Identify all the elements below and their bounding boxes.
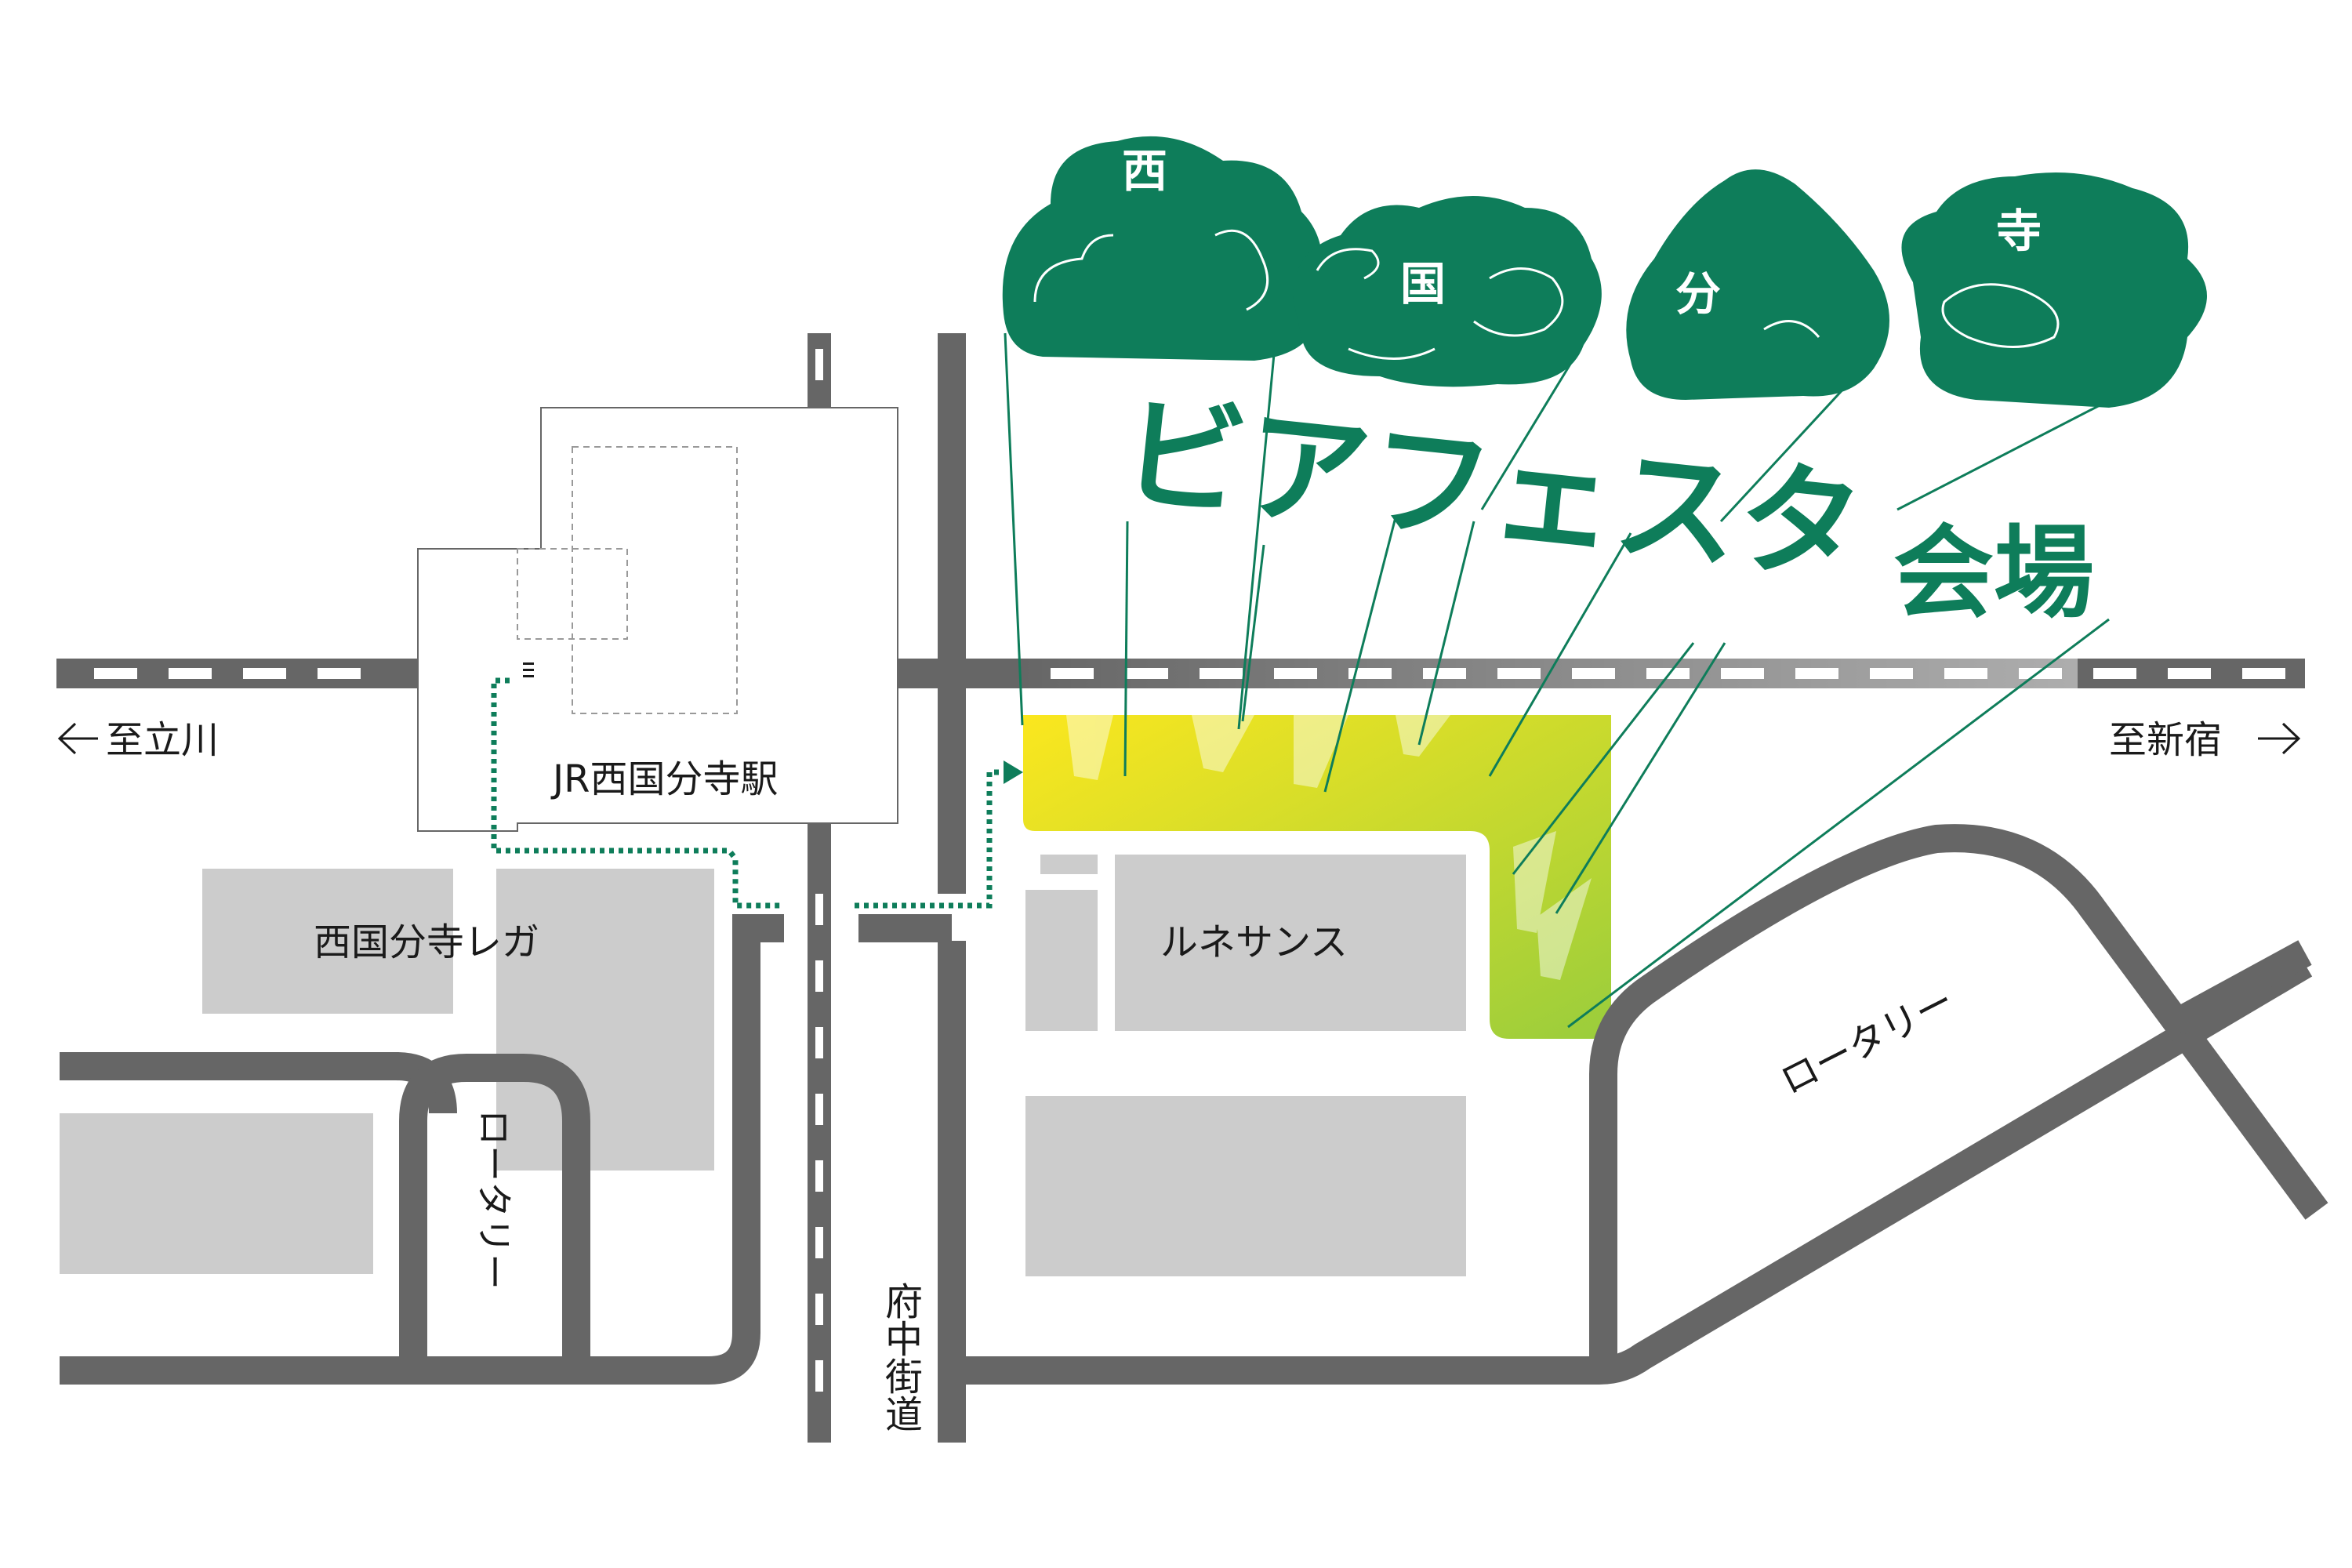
station-label: JR西国分寺駅 [550, 757, 779, 801]
cloud-char-3: 分 [1675, 267, 1721, 321]
cloud-3 [1626, 169, 1889, 400]
arrow-left-icon [57, 722, 98, 755]
block-rega-right [496, 869, 714, 1171]
cloud-char-1: 西 [1122, 144, 1167, 198]
cloud-1 [1002, 136, 1323, 361]
renaissance-label: ルネサンス [1160, 920, 1348, 964]
direction-shinjuku: 至新宿 [2109, 718, 2301, 762]
venue-shape [1023, 715, 1611, 1039]
roads [60, 333, 2328, 1443]
title-beerfesta: ビアフェスタ [1115, 380, 1869, 601]
fuchu-road-label: 府中街道 [878, 1282, 923, 1432]
venue-sheen [1066, 715, 1592, 980]
building-blocks [60, 855, 1466, 1276]
rotary-west-label: ロータリー [473, 1109, 515, 1290]
station-exit-icon [523, 662, 534, 677]
rega-label: 西国分寺レガ [314, 920, 539, 964]
block-south [1025, 1096, 1466, 1276]
block-renaissance-small [1025, 890, 1098, 1031]
title-cloud-chars: 西 国 分 寺 [1122, 144, 2042, 321]
road-west-stub [60, 914, 784, 1385]
rotary-east-label: ロータリー [1773, 979, 1961, 1104]
block-renaissance-small-top [1040, 855, 1098, 874]
block-rega-left [202, 869, 453, 1014]
station-inner-1 [572, 446, 738, 714]
arrow-right-icon [2258, 722, 2301, 755]
road-west-upper [60, 1052, 457, 1114]
cloud-4 [1901, 172, 2207, 408]
railway [56, 651, 2305, 698]
cloud-char-2: 国 [1400, 257, 1446, 310]
block-west-lower [60, 1113, 373, 1274]
rotary-west [399, 1054, 590, 1370]
title-rays [1004, 328, 2157, 1029]
cloud-char-4: 寺 [1996, 205, 2042, 258]
route-arrowhead [1004, 760, 1023, 784]
station-outline [417, 407, 898, 832]
title-cloud-swirls [1033, 229, 2060, 360]
direction-tachikawa: 至立川 [57, 718, 219, 762]
walking-route [491, 677, 1023, 909]
road-south [966, 952, 2313, 1385]
title-venue: 会場 [1893, 515, 2094, 632]
cloud-2 [1293, 196, 1602, 387]
venue-area [1023, 715, 1611, 1039]
to-shinjuku-label: 至新宿 [2109, 718, 2222, 762]
station-building [417, 407, 898, 832]
station-inner-2 [517, 548, 628, 640]
block-renaissance [1115, 855, 1466, 1031]
road-northeast [2169, 940, 2312, 1036]
title-clouds [1002, 136, 2207, 408]
to-tachikawa-label: 至立川 [106, 718, 219, 762]
rotary-east-loop [1589, 824, 2328, 1360]
